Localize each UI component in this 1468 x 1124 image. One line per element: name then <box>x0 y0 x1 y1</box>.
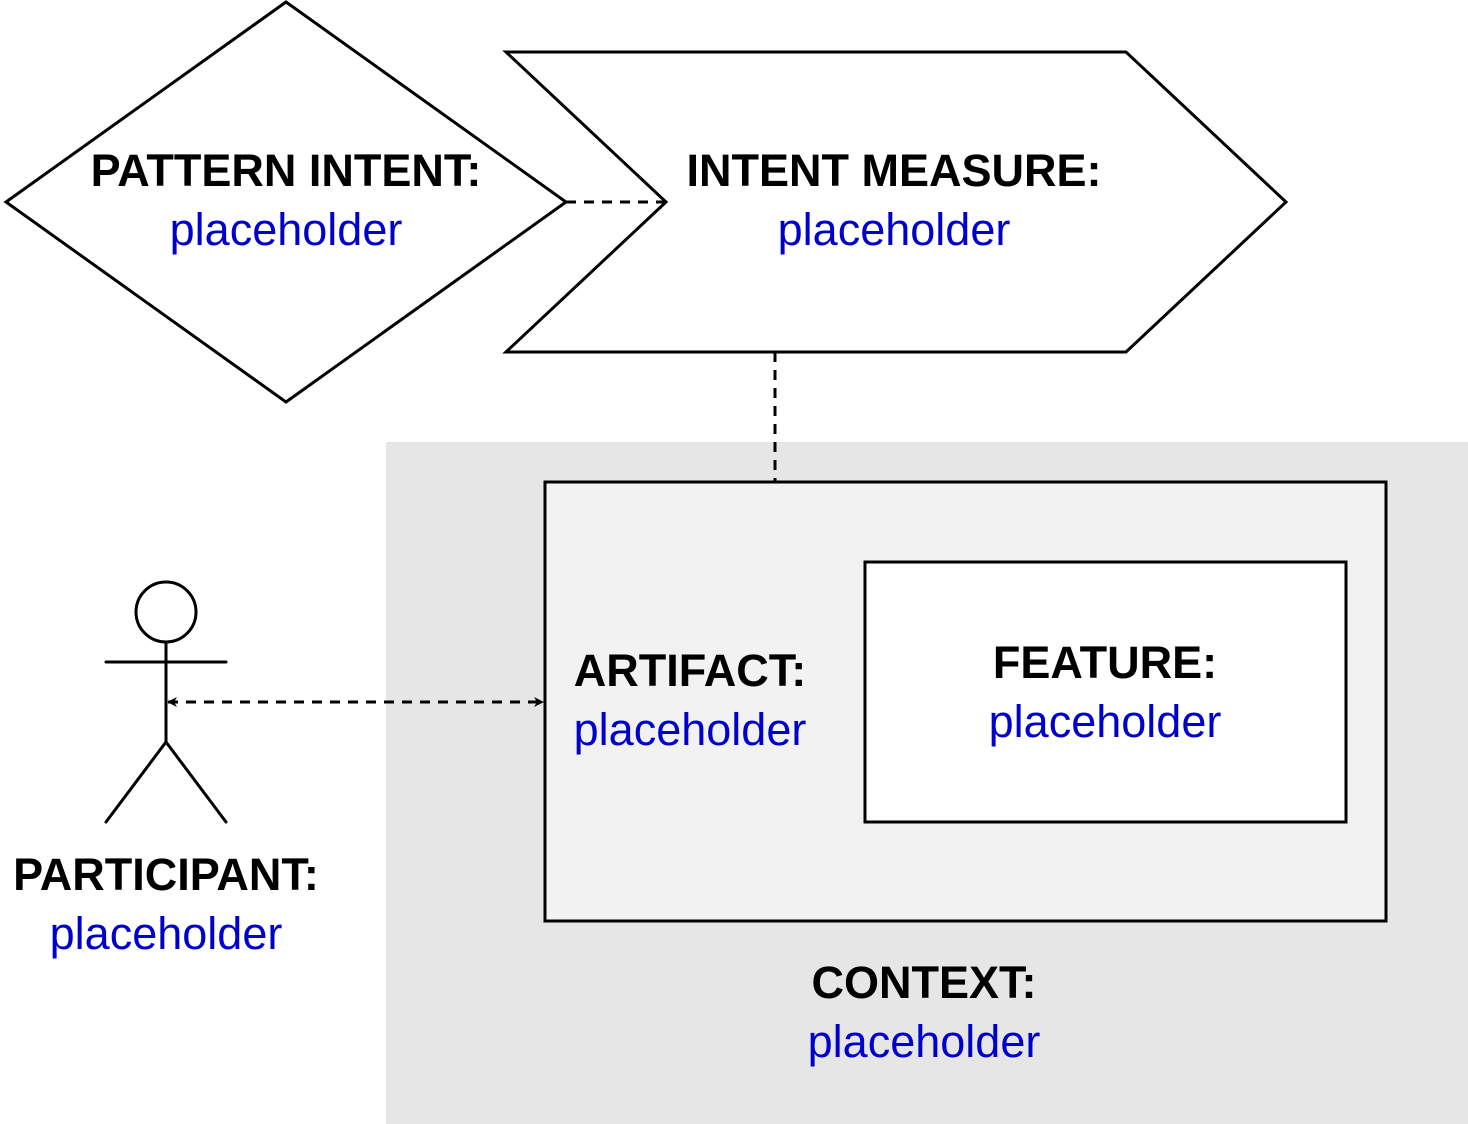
feature-title: FEATURE: <box>992 637 1218 688</box>
context-label: CONTEXT: placeholder <box>724 954 1124 1071</box>
context-title: CONTEXT: <box>811 957 1037 1008</box>
pattern-intent-diamond <box>3 0 569 404</box>
feature-box <box>863 560 1348 824</box>
feature-label: FEATURE: placeholder <box>905 634 1305 751</box>
participant-value: placeholder <box>49 907 283 959</box>
intent-measure-title: INTENT MEASURE: <box>686 145 1102 196</box>
feature-value: placeholder <box>988 695 1222 747</box>
artifact-title: ARTIFACT: <box>573 645 807 696</box>
pattern-intent-title: PATTERN INTENT: <box>90 145 482 196</box>
participant-title: PARTICIPANT: <box>13 849 319 900</box>
participant-label: PARTICIPANT: placeholder <box>0 846 332 963</box>
intent-measure-value: placeholder <box>777 203 1011 255</box>
pattern-intent-label: PATTERN INTENT: placeholder <box>56 142 516 259</box>
participant-actor-icon <box>104 580 228 824</box>
context-value: placeholder <box>807 1015 1041 1067</box>
artifact-label: ARTIFACT: placeholder <box>553 642 827 759</box>
pattern-intent-value: placeholder <box>169 203 403 255</box>
intent-measure-label: INTENT MEASURE: placeholder <box>644 142 1144 259</box>
artifact-value: placeholder <box>573 703 807 755</box>
